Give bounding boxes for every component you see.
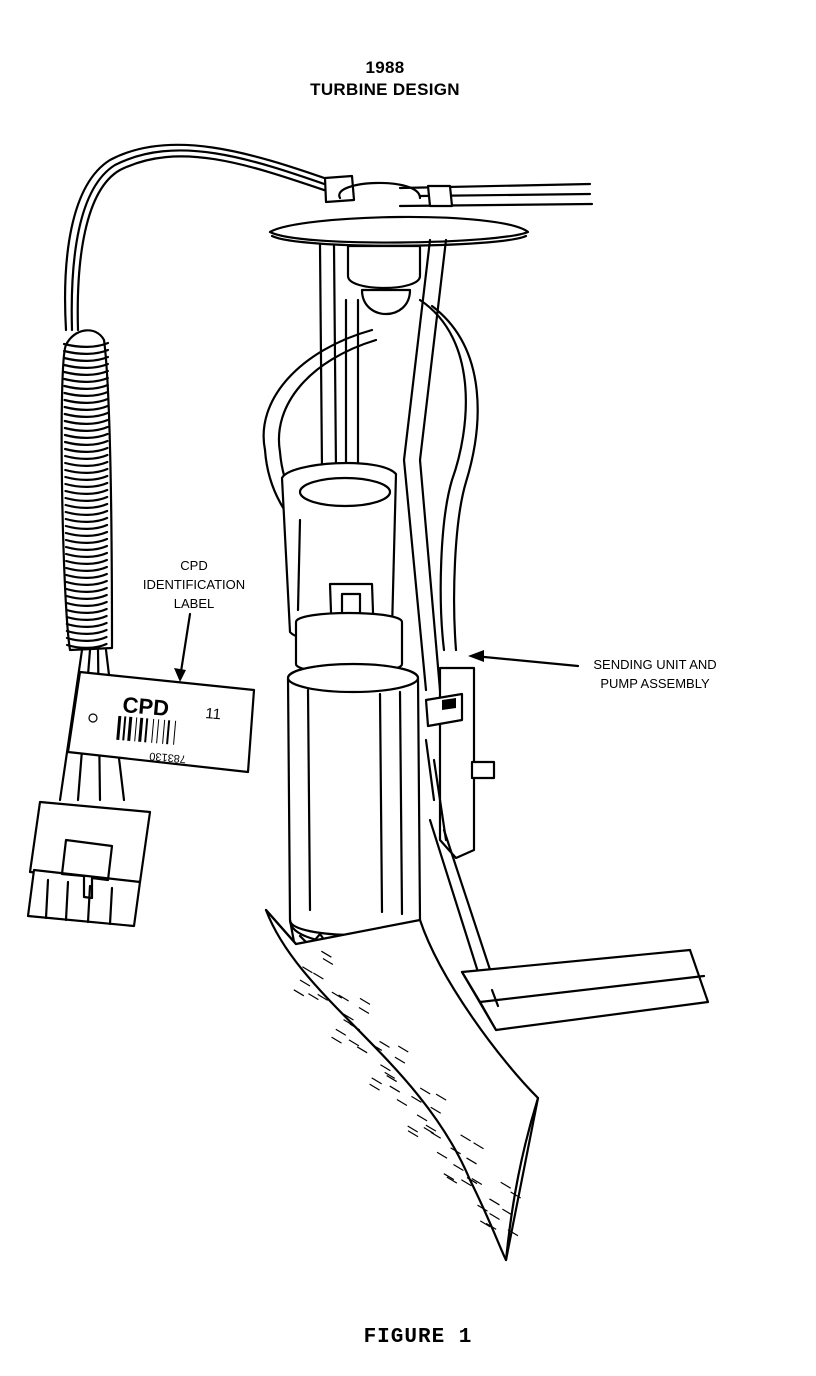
electrical-connector (26, 800, 152, 928)
wiring-harness (63, 143, 332, 332)
pump-body (286, 662, 422, 937)
cpd-callout-line2: IDENTIFICATION (142, 577, 246, 592)
sending-unit-callout: SENDING UNIT AND PUMP ASSEMBLY (560, 655, 750, 693)
strainer-sock (264, 908, 540, 1262)
diagram-year: 1988 (365, 58, 405, 77)
upper-canister (346, 244, 422, 315)
mounting-flange (268, 181, 530, 247)
diagram-title: TURBINE DESIGN (310, 80, 460, 99)
pump-callout-line2: PUMP ASSEMBLY (600, 676, 710, 691)
figure-caption: FIGURE 1 (363, 1326, 473, 1349)
tag-code: CPD (122, 692, 170, 721)
cpd-callout-line3: LABEL (173, 596, 215, 611)
vertical-tubes (262, 238, 479, 692)
tag-number: 11 (205, 705, 222, 723)
sending-unit-bracket (424, 666, 502, 1012)
cpd-identification-callout: CPD IDENTIFICATION LABEL (128, 556, 260, 613)
cpd-callout-line1: CPD (180, 558, 208, 573)
fuel-outlet-lines (323, 174, 594, 208)
sending-unit-leader-arrow (468, 650, 580, 668)
cpd-label-tag: CPD 11 783130 (66, 670, 256, 774)
cpd-leader-arrow (174, 612, 192, 682)
tag-serial: 783130 (149, 750, 187, 765)
corrugated-conduit (60, 329, 114, 652)
pump-callout-line1: SENDING UNIT AND (593, 657, 717, 672)
float (460, 948, 710, 1032)
